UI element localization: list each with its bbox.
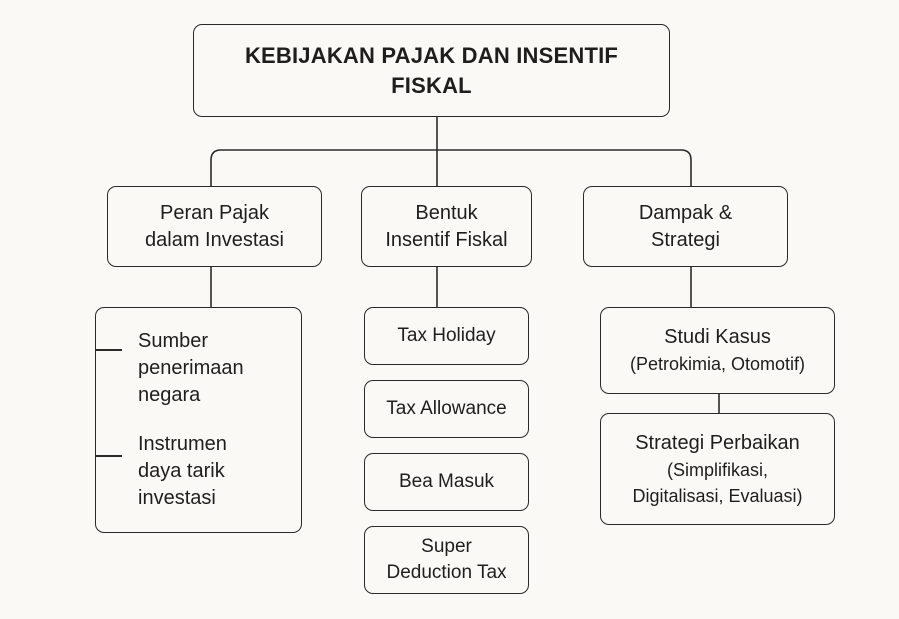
- item-label: Bea Masuk: [398, 471, 495, 492]
- branch-label-line2: Strategi: [651, 228, 720, 251]
- branch-dampak-strategi: Dampak & Strategi: [583, 186, 788, 267]
- item-line: investasi: [138, 487, 216, 509]
- node-label-line1: Studi Kasus: [664, 326, 771, 348]
- branch-label-line1: Dampak &: [638, 201, 733, 224]
- item-line: Sumber: [138, 330, 209, 352]
- item-line: negara: [138, 384, 201, 406]
- root-node: KEBIJAKAN PAJAK DAN INSENTIF FISKAL: [193, 24, 670, 117]
- item-label: Tax Holiday: [397, 325, 496, 346]
- bullet-tick: [96, 349, 122, 351]
- item-line: daya tarik: [138, 460, 225, 482]
- branch-label-line1: Peran Pajak: [160, 201, 269, 224]
- node-label-line2: (Petrokimia, Otomotif): [629, 354, 806, 374]
- branch-peran-pajak: Peran Pajak dalam Investasi: [107, 186, 322, 267]
- studi-kasus-node: Studi Kasus (Petrokimia, Otomotif): [600, 307, 835, 394]
- node-label-line3: Digitalisasi, Evaluasi): [632, 485, 803, 506]
- node-label-line1: Strategi Perbaikan: [635, 431, 800, 454]
- item-label: Tax Allowance: [386, 398, 507, 419]
- item-label-line2: Deduction Tax: [386, 562, 507, 583]
- branch-label-line2: Insentif Fiskal: [385, 228, 508, 251]
- branch-label-line1: Bentuk: [415, 201, 478, 224]
- item-line: penerimaan: [138, 357, 244, 379]
- incentive-tax-holiday: Tax Holiday: [364, 307, 529, 365]
- node-label-line2: (Simplifikasi,: [666, 459, 768, 480]
- peran-item-sumber: Sumber penerimaan negara: [138, 328, 244, 409]
- item-label-line1: Super: [421, 536, 472, 557]
- branch-bentuk-insentif: Bentuk Insentif Fiskal: [361, 186, 532, 267]
- branch-label-line2: dalam Investasi: [145, 228, 284, 251]
- incentive-bea-masuk: Bea Masuk: [364, 453, 529, 511]
- strategi-perbaikan-node: Strategi Perbaikan (Simplifikasi, Digita…: [600, 413, 835, 525]
- root-title-line2: FISKAL: [391, 72, 472, 98]
- root-title-line1: KEBIJAKAN PAJAK DAN INSENTIF: [244, 42, 619, 68]
- incentive-tax-allowance: Tax Allowance: [364, 380, 529, 438]
- incentive-super-deduction: Super Deduction Tax: [364, 526, 529, 594]
- bullet-tick: [96, 455, 122, 457]
- item-line: Instrumen: [138, 433, 227, 455]
- peran-detail-box: [95, 307, 302, 533]
- peran-item-instrumen: Instrumen daya tarik investasi: [138, 431, 227, 512]
